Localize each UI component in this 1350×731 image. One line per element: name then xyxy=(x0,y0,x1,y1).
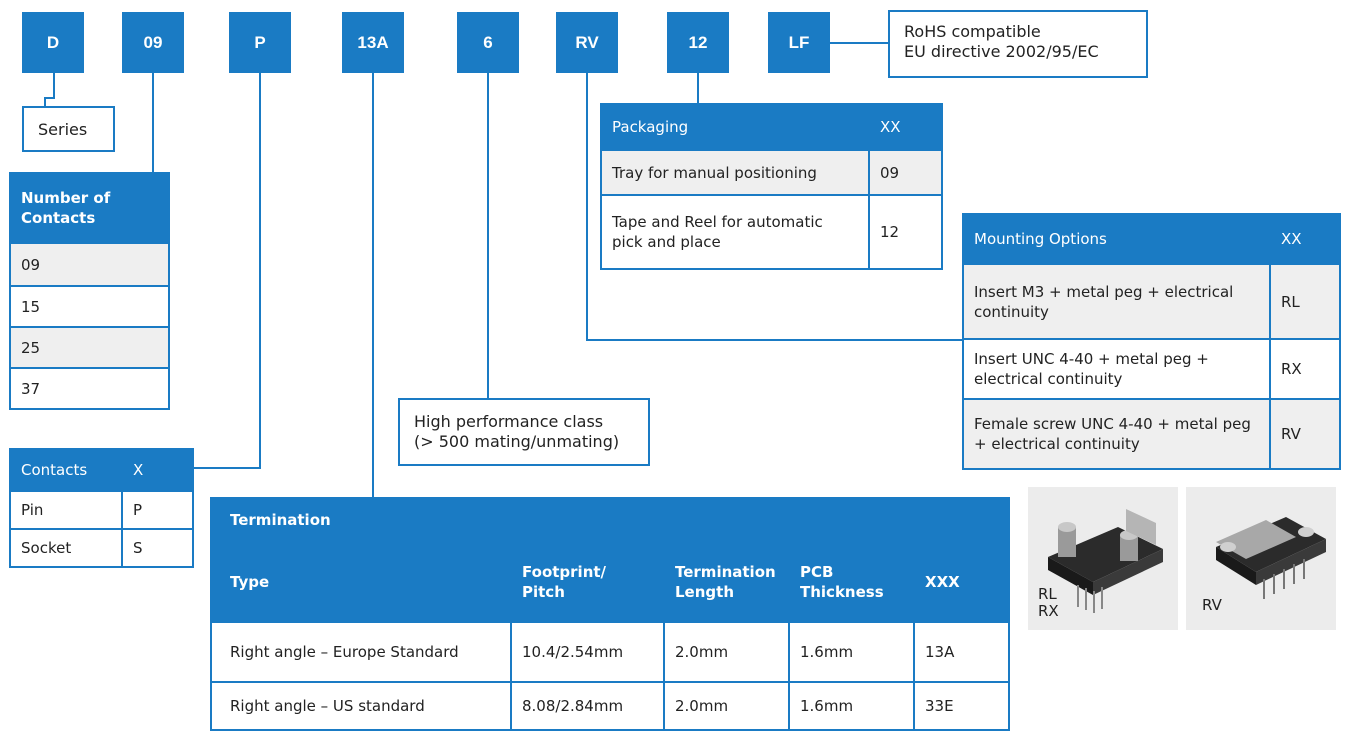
termination-code: 13A xyxy=(912,621,1011,683)
performance-line2: (> 500 mating/unmating) xyxy=(414,432,620,451)
code-rohs: LF xyxy=(768,12,830,73)
connector-rv-image xyxy=(1216,517,1326,599)
contacts-count-row: 15 xyxy=(9,285,170,328)
packaging-code-header: XX xyxy=(868,103,943,151)
contacts-count-row: 25 xyxy=(9,326,170,369)
contact-type-code-header: X xyxy=(121,448,194,492)
product-photo-rv: RV xyxy=(1186,487,1336,630)
connector-rl-rx-image xyxy=(1048,509,1163,613)
photo-label-line1: RV xyxy=(1202,596,1222,614)
mounting-code: RV xyxy=(1269,398,1341,470)
performance-line1: High performance class xyxy=(414,412,604,431)
termination-type: Right angle – Europe Standard xyxy=(210,621,512,683)
rohs-line1: RoHS compatible xyxy=(904,22,1041,41)
termination-type: Right angle – US standard xyxy=(210,681,512,731)
termination-footprint: 8.08/2.84mm xyxy=(510,681,665,731)
termination-length: 2.0mm xyxy=(663,621,790,683)
rohs-line2: EU directive 2002/95/EC xyxy=(904,42,1099,61)
mounting-table: Mounting Options XX Insert M3 + metal pe… xyxy=(962,213,1341,470)
termination-col-type: Type xyxy=(210,541,512,623)
contacts-count-header: Number of Contacts xyxy=(9,172,170,244)
packaging-code: 09 xyxy=(868,149,943,196)
code-termination: 13A xyxy=(342,12,404,73)
photo-label-line2: RX xyxy=(1038,602,1059,620)
product-photo-rl-rx: RL RX xyxy=(1028,487,1178,630)
termination-col-length: Termination Length xyxy=(663,541,790,623)
mounting-header: Mounting Options xyxy=(962,213,1271,265)
contact-type-name: Pin xyxy=(9,490,123,530)
termination-footprint: 10.4/2.54mm xyxy=(510,621,665,683)
code-contacts-count: 09 xyxy=(122,12,184,73)
performance-note: High performance class (> 500 mating/unm… xyxy=(398,398,650,466)
contact-type-code: S xyxy=(121,528,194,568)
termination-pcb: 1.6mm xyxy=(788,681,915,731)
mounting-name: Female screw UNC 4-40 + metal peg + elec… xyxy=(962,398,1271,470)
mounting-name: Insert UNC 4-40 + metal peg + electrical… xyxy=(962,338,1271,400)
termination-code: 33E xyxy=(912,681,1011,731)
packaging-header: Packaging xyxy=(600,103,870,151)
series-label: Series xyxy=(22,106,115,152)
contacts-count-table: Number of Contacts 09 15 25 37 xyxy=(9,172,170,410)
code-mounting: RV xyxy=(556,12,618,73)
mounting-code: RL xyxy=(1269,263,1341,340)
termination-col-pcb: PCB Thickness xyxy=(788,541,915,623)
contacts-count-row: 37 xyxy=(9,367,170,410)
code-packaging: 12 xyxy=(667,12,729,73)
mounting-code-header: XX xyxy=(1269,213,1341,265)
packaging-code: 12 xyxy=(868,194,943,270)
contact-type-name: Socket xyxy=(9,528,123,568)
rohs-note: RoHS compatible EU directive 2002/95/EC xyxy=(888,10,1148,78)
mounting-name: Insert M3 + metal peg + electrical conti… xyxy=(962,263,1271,340)
packaging-name: Tape and Reel for automatic pick and pla… xyxy=(600,194,870,270)
code-series: D xyxy=(22,12,84,73)
contact-type-code: P xyxy=(121,490,194,530)
contact-type-table: Contacts X Pin P Socket S xyxy=(9,448,194,568)
photo-label-line1: RL xyxy=(1038,585,1057,603)
packaging-table: Packaging XX Tray for manual positioning… xyxy=(600,103,943,270)
termination-pcb: 1.6mm xyxy=(788,621,915,683)
photo-label: RL RX xyxy=(1038,586,1059,620)
photo-label: RV xyxy=(1202,597,1222,614)
termination-title: Termination xyxy=(209,497,1011,543)
termination-col-footprint: Footprint/ Pitch xyxy=(510,541,665,623)
packaging-name: Tray for manual positioning xyxy=(600,149,870,196)
termination-table: Termination Type Footprint/ Pitch Termin… xyxy=(209,497,1011,731)
termination-length: 2.0mm xyxy=(663,681,790,731)
termination-col-code: XXX xyxy=(912,541,1011,623)
code-performance: 6 xyxy=(457,12,519,73)
code-contact-type: P xyxy=(229,12,291,73)
series-text: Series xyxy=(38,120,88,139)
mounting-code: RX xyxy=(1269,338,1341,400)
contact-type-header: Contacts xyxy=(9,448,123,492)
contacts-count-row: 09 xyxy=(9,242,170,287)
